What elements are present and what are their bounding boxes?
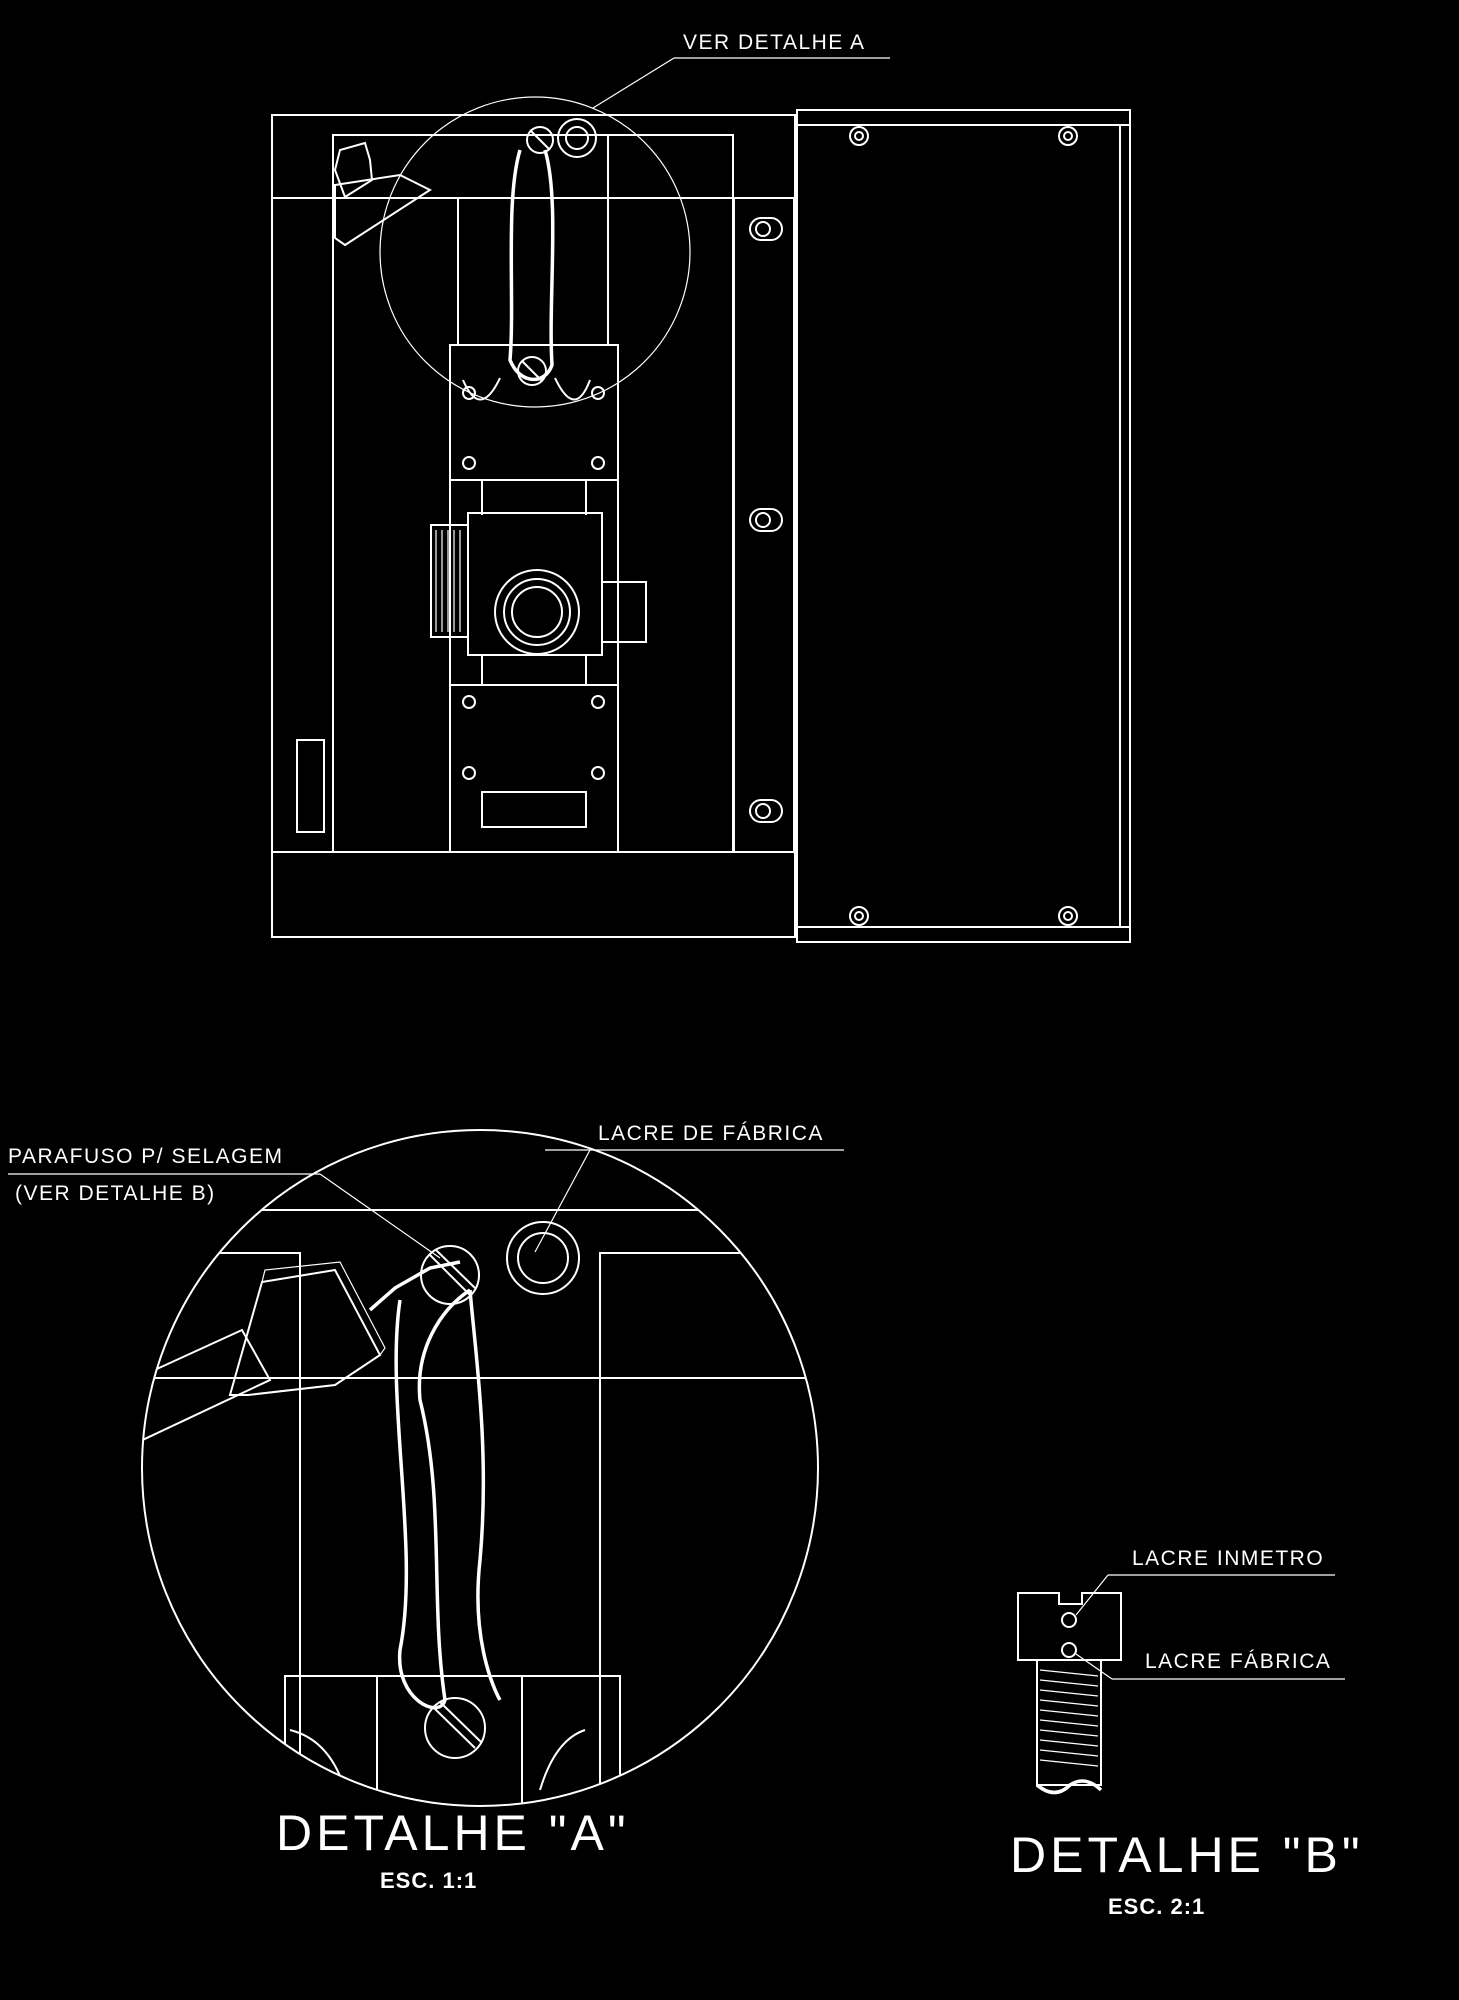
lower-tab bbox=[481, 791, 587, 828]
inner-frame bbox=[332, 134, 734, 853]
knurled-knob bbox=[430, 524, 469, 638]
detail-a-title: DETALHE "A" bbox=[276, 1805, 630, 1861]
seal-top bbox=[333, 118, 597, 386]
detail-a-scale: ESC. 1:1 bbox=[380, 1868, 477, 1893]
central-column bbox=[449, 135, 619, 853]
lacre-fabrica-label: LACRE FÁBRICA bbox=[1145, 1650, 1331, 1673]
lacre-de-fabrica-label: LACRE DE FÁBRICA bbox=[598, 1122, 824, 1145]
detail-a-callout-circle bbox=[379, 96, 691, 408]
cover-panel bbox=[796, 109, 1131, 943]
valve-port-outer bbox=[494, 569, 580, 655]
factory-seal bbox=[506, 1221, 580, 1295]
screw-threads bbox=[1039, 1669, 1099, 1767]
valve-box bbox=[467, 512, 603, 656]
lever-arm bbox=[142, 1328, 272, 1462]
lower-block bbox=[449, 684, 619, 853]
factory-seal-hole bbox=[1061, 1642, 1077, 1658]
detail-a-circle bbox=[141, 1129, 819, 1807]
rail-slots bbox=[749, 217, 783, 823]
detail-a-leader bbox=[592, 57, 675, 109]
parafuso-label-line1: PARAFUSO P/ SELAGEM bbox=[8, 1145, 284, 1168]
detail-a-view: PARAFUSO P/ SELAGEM (VER DETALHE B) LACR… bbox=[8, 1122, 844, 1893]
valve-body bbox=[430, 512, 647, 656]
detail-b-scale: ESC. 2:1 bbox=[1108, 1894, 1205, 1919]
seal-tag-small bbox=[333, 141, 374, 199]
detail-b-title: DETALHE "B" bbox=[1010, 1827, 1364, 1883]
sealing-screw bbox=[420, 1245, 480, 1305]
seal-wire bbox=[394, 1288, 471, 1710]
inmetro-seal-hole bbox=[1061, 1612, 1077, 1628]
seal-wire-small bbox=[508, 149, 555, 382]
factory-seal-small bbox=[557, 118, 597, 158]
detail-b-view: LACRE INMETRO LACRE FÁBRICA DETALHE "B" … bbox=[1010, 1547, 1364, 1919]
left-slot bbox=[296, 739, 325, 833]
right-rail bbox=[733, 197, 795, 853]
side-port bbox=[601, 581, 647, 643]
sealing-screw-small bbox=[526, 126, 554, 154]
cover-screws bbox=[849, 126, 1078, 926]
ver-detalhe-a-label: VER DETALHE A bbox=[683, 31, 866, 54]
main-assembly-view: VER DETALHE A bbox=[271, 31, 1131, 943]
parafuso-label-line2: (VER DETALHE B) bbox=[15, 1182, 216, 1205]
lacre-inmetro-label: LACRE INMETRO bbox=[1132, 1547, 1324, 1570]
seal-tag-detail bbox=[228, 1268, 382, 1396]
lower-screw bbox=[424, 1697, 486, 1759]
cover-outline bbox=[796, 109, 1131, 943]
housing-outline bbox=[271, 114, 796, 938]
block-screws bbox=[462, 386, 605, 780]
